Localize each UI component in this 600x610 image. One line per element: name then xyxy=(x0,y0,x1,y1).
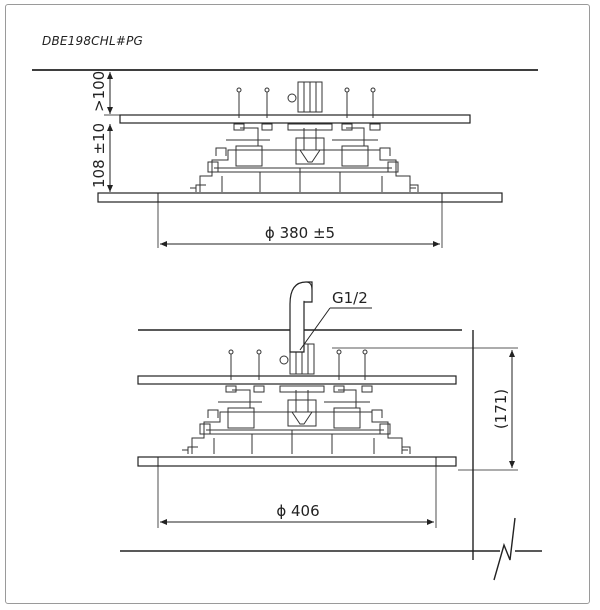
diameter-dimension-label: ϕ 406 xyxy=(276,502,319,520)
break-symbol xyxy=(493,517,516,581)
bottom-view: G1/2 (171) ϕ 406 xyxy=(120,281,542,581)
model-number: DBE198CHL#PG xyxy=(42,34,144,48)
gas-inlet-elbow xyxy=(289,281,313,353)
diameter-dimension-label: ϕ 380 ±5 xyxy=(265,224,335,242)
pan-support-plate xyxy=(137,375,457,385)
connection-leader xyxy=(299,307,331,351)
hob-base-plate xyxy=(97,192,503,203)
total-height-dimension-label: (171) xyxy=(492,389,510,429)
pan-support-plate xyxy=(119,114,471,124)
burner-assembly xyxy=(181,343,411,455)
connection-label: G1/2 xyxy=(332,289,368,307)
drawing-frame xyxy=(5,4,590,604)
top-view: >100 108 ±10 ϕ 380 ±5 xyxy=(32,69,538,248)
clearance-dimension-label: >100 xyxy=(90,71,108,112)
burner-assembly xyxy=(189,81,419,193)
height-dimension-label: 108 ±10 xyxy=(90,123,108,188)
hob-base-plate xyxy=(137,456,457,467)
